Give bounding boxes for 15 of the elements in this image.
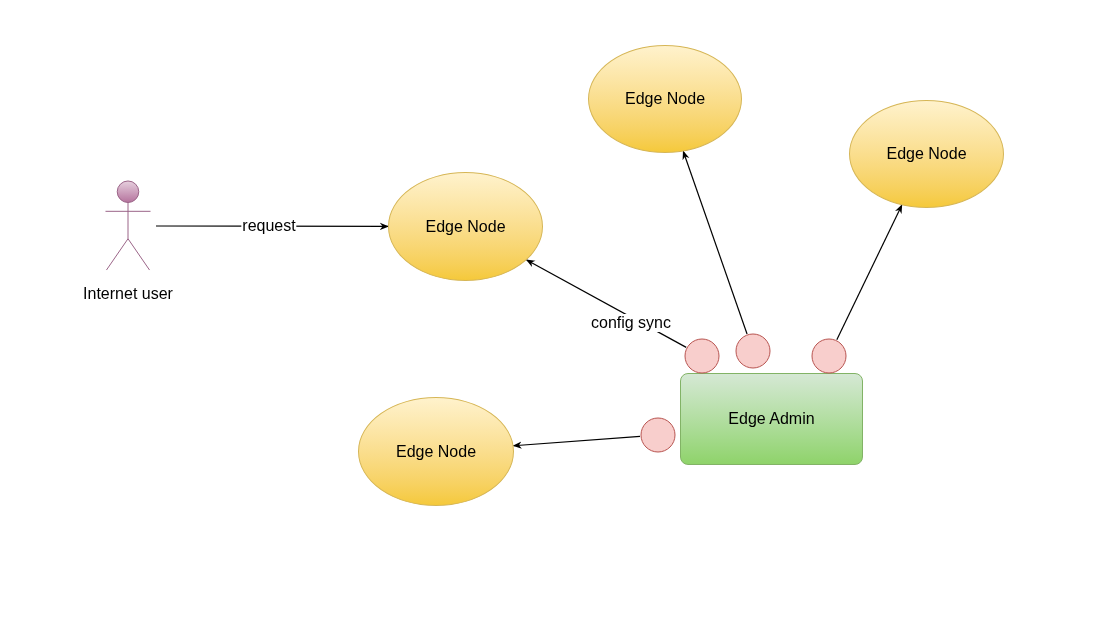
port-circle [735, 333, 771, 369]
node-label: Edge Node [623, 89, 707, 109]
node-label: Edge Node [424, 216, 507, 237]
edge-label: config sync [590, 314, 672, 332]
admin-box [680, 373, 863, 465]
arrow [836, 204, 903, 341]
port-circle [640, 417, 676, 453]
port-circle [684, 338, 720, 374]
edge-label: request [241, 217, 297, 235]
actor-label: Internet user [83, 284, 173, 304]
port-circle [811, 338, 847, 374]
node-label: Edge Node [394, 441, 478, 462]
node-label: Edge Admin [727, 409, 816, 429]
node-label: Edge Node [885, 144, 968, 164]
arrow [512, 435, 641, 449]
